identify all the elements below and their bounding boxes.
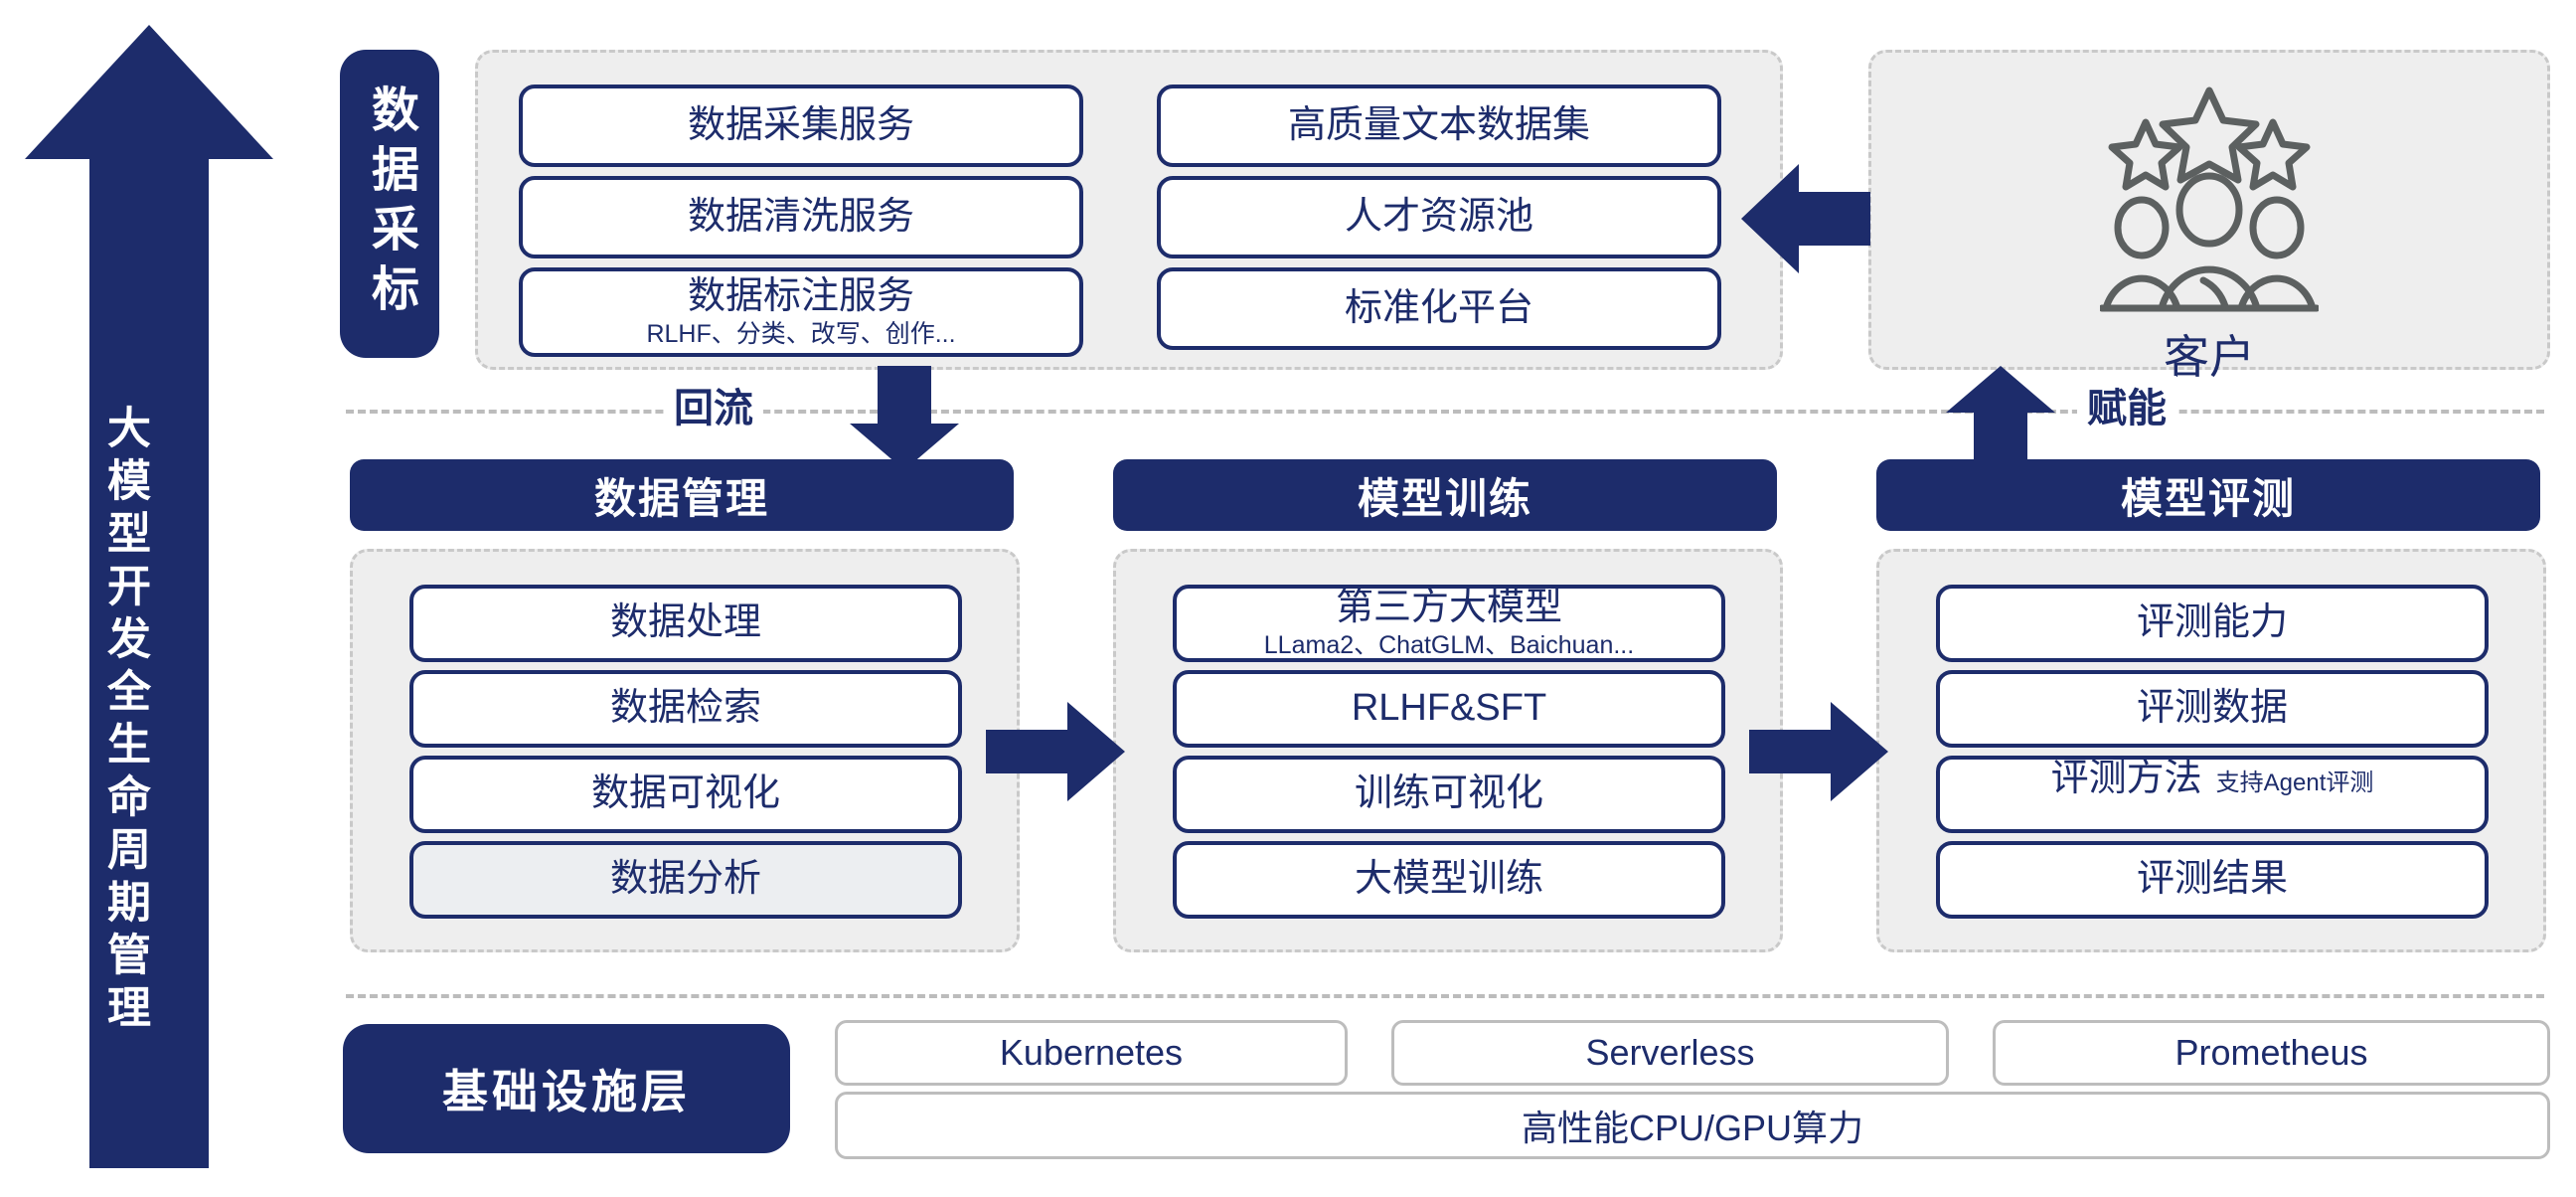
column-1-item-3[interactable]: 大模型训练 [1173,841,1725,919]
infrastructure-compute-item[interactable]: 高性能CPU/GPU算力 [835,1092,2550,1159]
stage-pill-data-collection: 数据采标 [340,50,439,358]
column-1-item-0-title: 第三方大模型 [1335,586,1562,628]
column-2-item-2-badge: 支持Agent评测 [2215,770,2374,796]
divider-top [346,410,2544,414]
data-to-training-arrow-icon [986,702,1125,801]
column-1-item-2-title: 训练可视化 [1354,772,1543,815]
column-1-item-1-title: RLHF&SFT [1351,687,1547,730]
column-1-item-0[interactable]: 第三方大模型 LLama2、ChatGLM、Baichuan... [1173,585,1725,662]
collection-box-1[interactable]: 数据清洗服务 [519,176,1083,258]
column-1-item-1[interactable]: RLHF&SFT [1173,670,1725,748]
flow-label-feedback: 回流 [664,376,763,433]
infrastructure-item-1[interactable]: Serverless [1391,1020,1949,1086]
divider-bottom [346,994,2544,998]
infrastructure-item-2-label: Prometheus [2174,1032,2368,1073]
column-header-1: 模型训练 [1113,459,1777,531]
column-1-item-2[interactable]: 训练可视化 [1173,756,1725,833]
training-to-eval-arrow-icon [1749,702,1888,801]
infrastructure-item-2[interactable]: Prometheus [1993,1020,2550,1086]
infrastructure-item-0[interactable]: Kubernetes [835,1020,1348,1086]
column-0-item-2[interactable]: 数据可视化 [409,756,962,833]
column-2-item-0-title: 评测能力 [2136,601,2288,644]
collection-box-4-title: 人才资源池 [1344,195,1533,238]
collection-box-2-subtitle: RLHF、分类、改写、创作... [646,319,956,348]
column-2-item-3-title: 评测结果 [2136,858,2288,901]
column-1-item-0-subtitle: LLama2、ChatGLM、Baichuan... [1263,630,1635,659]
collection-box-4[interactable]: 人才资源池 [1157,176,1721,258]
collection-box-1-title: 数据清洗服务 [687,195,914,238]
column-1-item-3-title: 大模型训练 [1354,858,1543,901]
flow-label-empower: 赋能 [2077,376,2176,433]
column-2-item-2-title: 评测方法 [2050,758,2202,799]
column-2-item-0[interactable]: 评测能力 [1936,585,2489,662]
column-header-2: 模型评测 [1876,459,2540,531]
column-0-item-2-title: 数据可视化 [590,772,780,815]
column-2-item-1[interactable]: 评测数据 [1936,670,2489,748]
infrastructure-pill: 基础设施层 [343,1024,790,1153]
column-2-item-3[interactable]: 评测结果 [1936,841,2489,919]
collection-box-3[interactable]: 高质量文本数据集 [1157,85,1721,167]
empower-up-arrow-icon [1946,366,2055,470]
column-0-item-0[interactable]: 数据处理 [409,585,962,662]
column-2-item-2[interactable]: 评测方法 支持Agent评测 [1936,756,2489,833]
customer-panel: 客户 [1868,50,2550,383]
customers-icon [2108,86,2311,259]
customers-bodies-icon [2100,265,2319,312]
lifecycle-up-arrow-icon [25,25,273,1168]
stage-pill-label: 数据采标 [364,85,416,323]
collection-box-5[interactable]: 标准化平台 [1157,267,1721,350]
collection-box-2[interactable]: 数据标注服务 RLHF、分类、改写、创作... [519,267,1083,357]
customer-to-collection-arrow-icon [1741,164,1870,273]
collection-box-2-title: 数据标注服务 [687,274,914,317]
collection-box-0-title: 数据采集服务 [687,103,914,146]
infrastructure-pill-label: 基础设施层 [442,1066,691,1117]
column-2-item-1-title: 评测数据 [2136,687,2288,730]
feedback-down-arrow-icon [850,366,959,470]
collection-box-0[interactable]: 数据采集服务 [519,85,1083,167]
column-0-item-3-title: 数据分析 [609,858,761,901]
infrastructure-item-1-label: Serverless [1585,1032,1755,1073]
infrastructure-item-0-label: Kubernetes [999,1032,1184,1073]
lifecycle-banner: 大模型开发全生命周期管理 [65,298,184,1143]
column-0-item-0-title: 数据处理 [609,601,761,644]
column-0-item-1[interactable]: 数据检索 [409,670,962,748]
collection-box-3-title: 高质量文本数据集 [1287,103,1590,146]
lifecycle-banner-label: 大模型开发全生命周期管理 [100,405,149,1037]
collection-box-5-title: 标准化平台 [1344,286,1533,329]
customer-label: 客户 [2164,331,2255,383]
column-0-item-1-title: 数据检索 [609,687,761,730]
infrastructure-compute-label: 高性能CPU/GPU算力 [1521,1108,1864,1148]
column-header-0: 数据管理 [350,459,1014,531]
column-0-item-3[interactable]: 数据分析 [409,841,962,919]
